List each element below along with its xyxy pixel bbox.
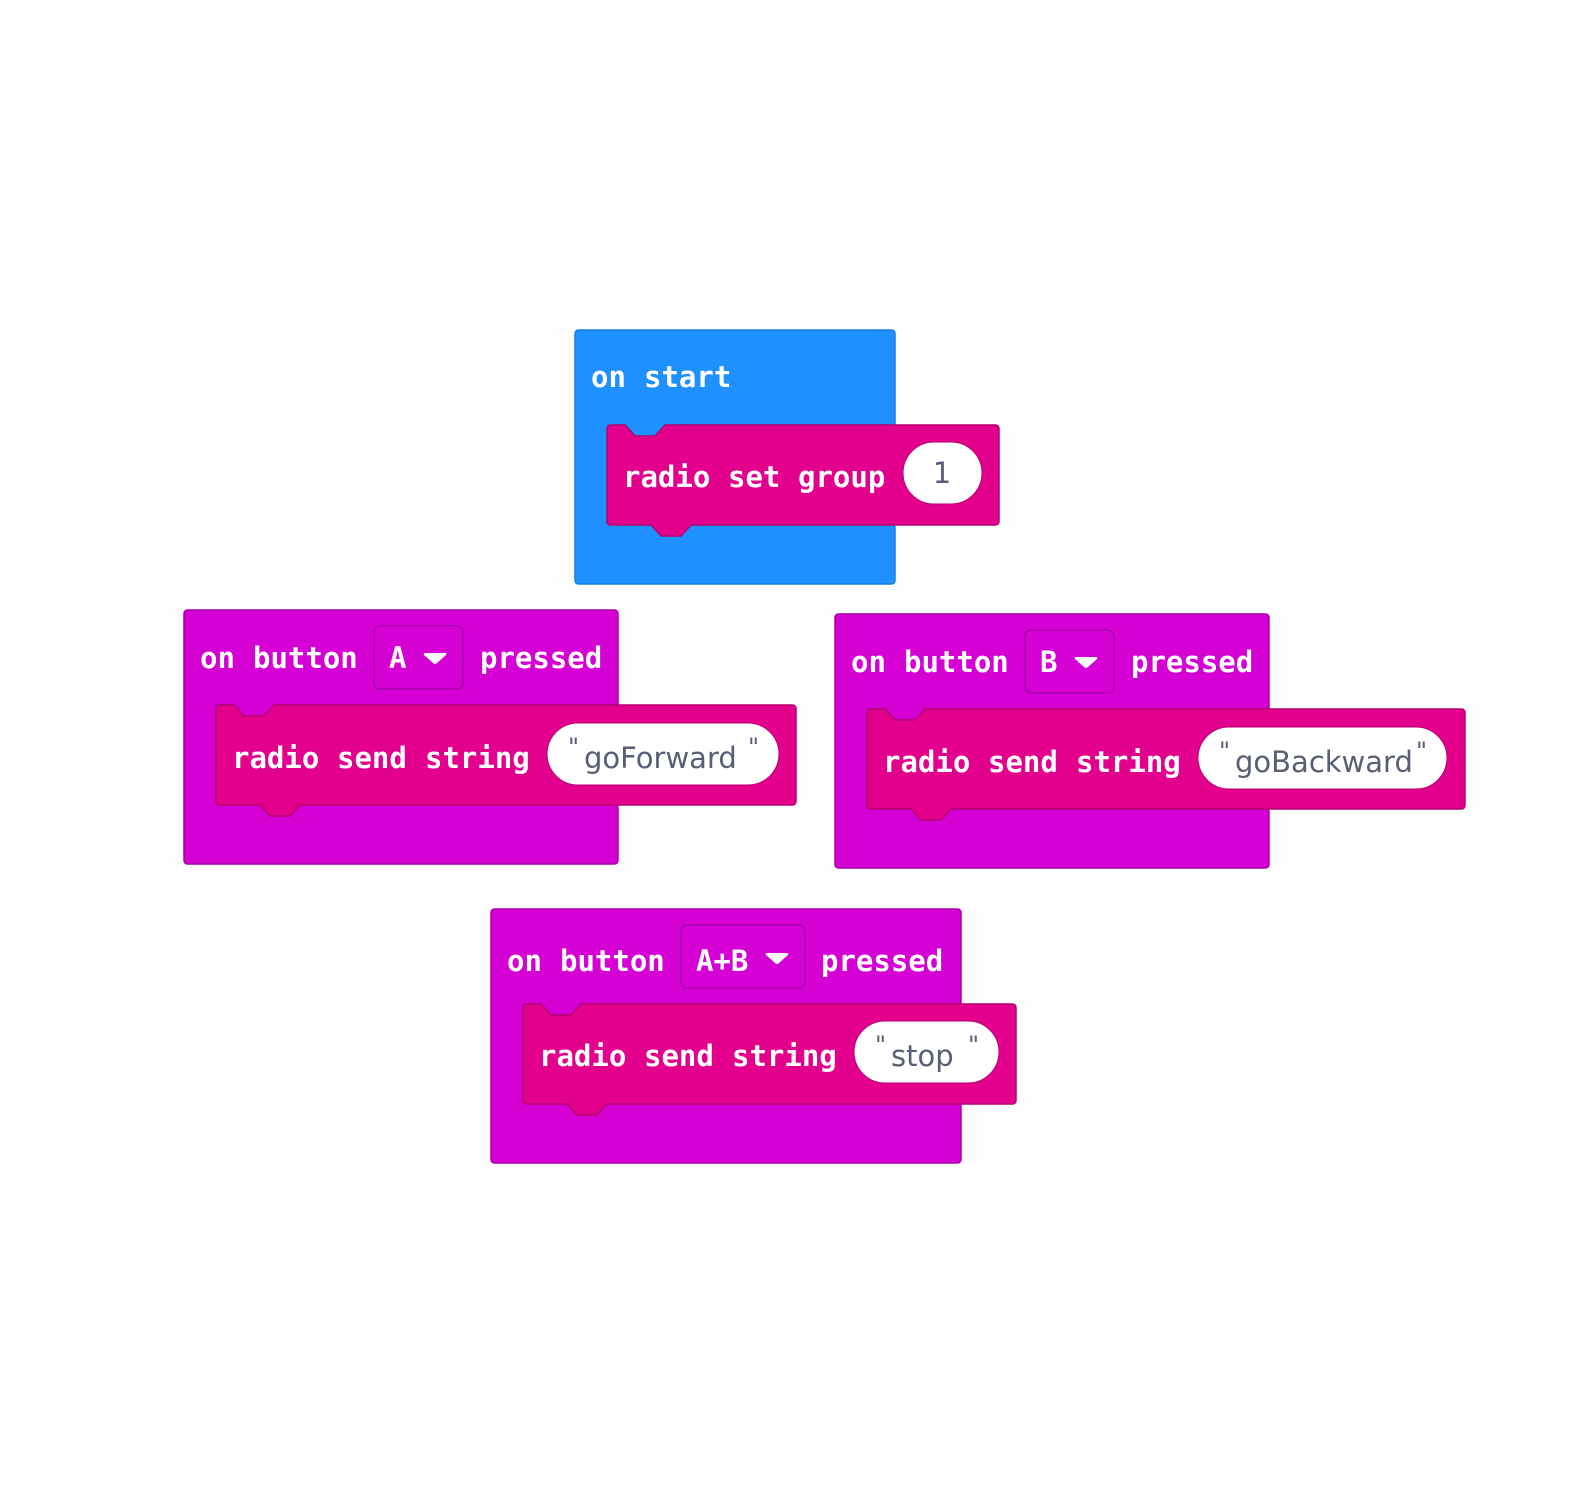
radio-send-string-goforward-block[interactable]: radio send string " goForward " bbox=[215, 704, 797, 817]
on-start-block[interactable]: on start radio set group 1 bbox=[570, 325, 1010, 595]
button-a-dropdown[interactable]: A bbox=[373, 625, 464, 690]
gobackward-open-quote: " bbox=[1219, 737, 1230, 765]
gobackward-close-quote: " bbox=[1416, 737, 1427, 765]
goforward-close-quote: " bbox=[748, 733, 759, 761]
stop-string-value: stop bbox=[891, 1039, 954, 1073]
button-a-dropdown-value: A bbox=[389, 641, 406, 675]
button-b-dropdown-value: B bbox=[1040, 645, 1057, 679]
button-b-dropdown[interactable]: B bbox=[1024, 629, 1115, 694]
radio-set-group-radio-label: radio bbox=[623, 460, 710, 494]
chevron-down-icon bbox=[1074, 657, 1098, 668]
button-ab-on-label: on bbox=[507, 944, 542, 978]
button-b-button-label: button bbox=[904, 645, 1009, 679]
radio-set-group-block[interactable]: radio set group 1 bbox=[606, 424, 1000, 537]
radio-send-goforward-radio-label: radio bbox=[232, 741, 319, 775]
goforward-open-quote: " bbox=[568, 733, 579, 761]
button-ab-dropdown[interactable]: A+B bbox=[680, 924, 806, 989]
goforward-string-value: goForward bbox=[584, 741, 737, 775]
radio-send-gobackward-string-label: string bbox=[1076, 745, 1181, 779]
radio-send-gobackward-radio-label: radio bbox=[883, 745, 970, 779]
radio-send-gobackward-send-label: send bbox=[988, 745, 1058, 779]
group-number-input[interactable] bbox=[902, 441, 983, 505]
goforward-string-input[interactable] bbox=[546, 722, 780, 786]
on-button-a-pressed-block[interactable]: on button A pressed radio send string " … bbox=[179, 605, 809, 875]
radio-send-stop-string-label: string bbox=[732, 1039, 837, 1073]
stop-close-quote: " bbox=[968, 1031, 979, 1059]
button-a-button-label: button bbox=[253, 641, 358, 675]
radio-set-group-group-label: group bbox=[798, 460, 885, 494]
chevron-down-icon bbox=[423, 653, 447, 664]
on-start-on-label: on bbox=[591, 360, 626, 394]
button-a-pressed-label: pressed bbox=[480, 641, 602, 675]
stop-open-quote: " bbox=[875, 1031, 886, 1059]
on-start-event-label: start bbox=[644, 360, 731, 394]
radio-set-group-set-label: set bbox=[728, 460, 780, 494]
radio-set-group-shape bbox=[606, 424, 1000, 537]
gobackward-string-value: goBackward bbox=[1235, 745, 1413, 779]
radio-send-stop-send-label: send bbox=[644, 1039, 714, 1073]
button-ab-pressed-label: pressed bbox=[821, 944, 943, 978]
stop-string-input[interactable] bbox=[853, 1020, 1000, 1084]
radio-send-goforward-string-label: string bbox=[425, 741, 530, 775]
radio-send-string-stop-block[interactable]: radio send string " stop " bbox=[522, 1003, 1017, 1116]
button-a-on-label: on bbox=[200, 641, 235, 675]
on-button-ab-pressed-block[interactable]: on button A+B pressed radio send string … bbox=[486, 904, 1036, 1174]
on-button-b-pressed-block[interactable]: on button B pressed radio send string " … bbox=[830, 609, 1480, 879]
button-b-pressed-label: pressed bbox=[1131, 645, 1253, 679]
button-ab-button-label: button bbox=[560, 944, 665, 978]
button-b-on-label: on bbox=[851, 645, 886, 679]
radio-send-stop-radio-label: radio bbox=[539, 1039, 626, 1073]
group-number-value: 1 bbox=[933, 456, 951, 490]
gobackward-string-input[interactable] bbox=[1197, 726, 1448, 790]
radio-send-goforward-send-label: send bbox=[337, 741, 407, 775]
button-ab-dropdown-value: A+B bbox=[696, 944, 748, 978]
radio-send-string-gobackward-block[interactable]: radio send string " goBackward " bbox=[866, 708, 1466, 821]
chevron-down-icon bbox=[765, 953, 789, 964]
